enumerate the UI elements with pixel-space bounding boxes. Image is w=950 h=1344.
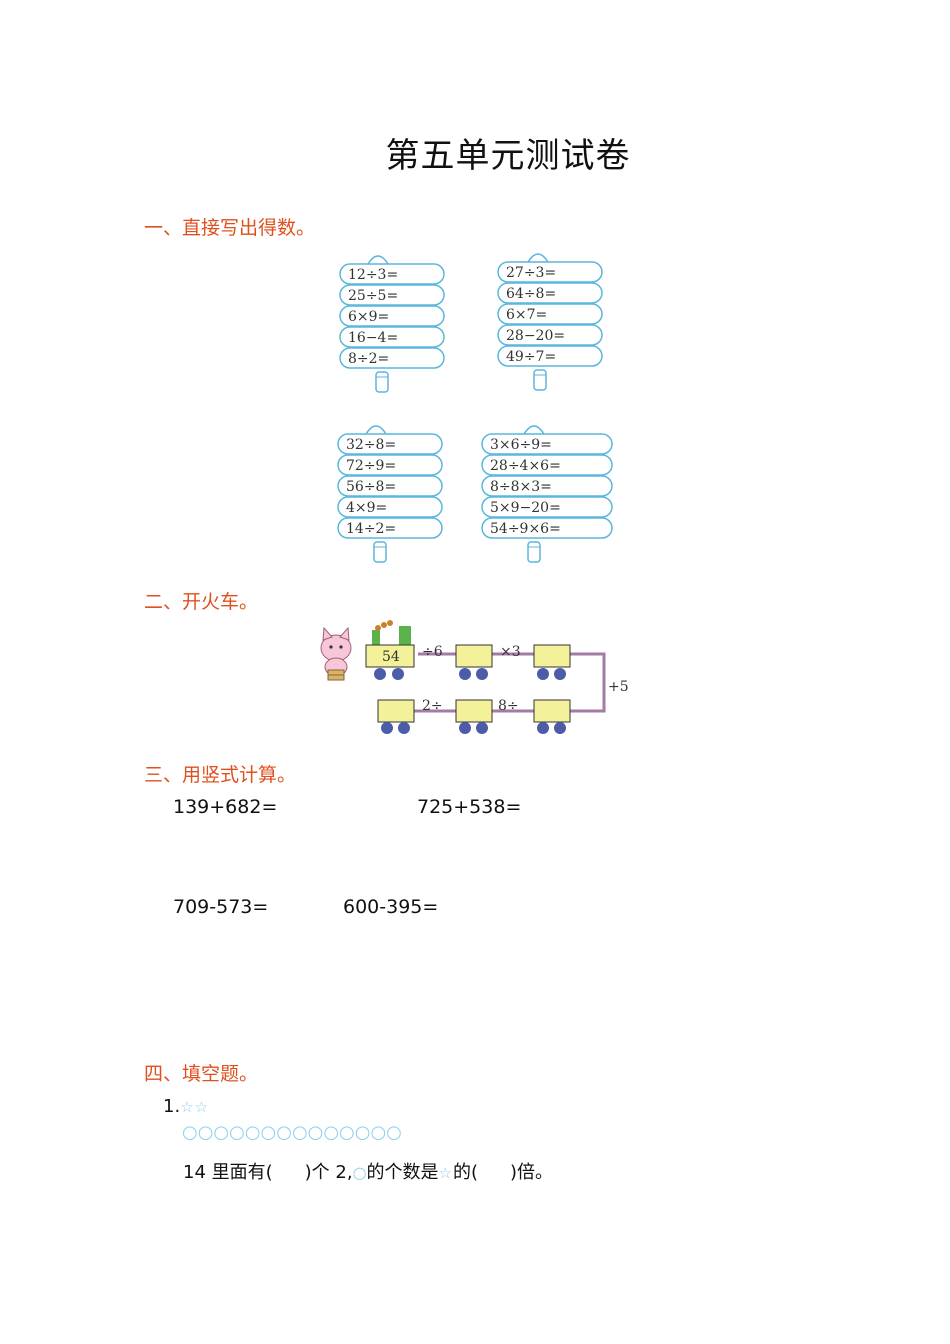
section-2-heading: 二、开火车。 bbox=[144, 591, 259, 613]
card-row bbox=[481, 475, 613, 497]
card-expression: 8÷2= bbox=[348, 351, 389, 367]
star-icons: ☆☆ bbox=[180, 1098, 210, 1116]
section-4-heading: 四、填空题。 bbox=[144, 1063, 259, 1085]
train-op-3: +5 bbox=[608, 679, 629, 695]
card-expression: 28÷4×6= bbox=[490, 458, 561, 474]
section-1-heading: 一、直接写出得数。 bbox=[144, 217, 316, 239]
card-expression: 27÷3= bbox=[506, 265, 556, 281]
card-expression: 49÷7= bbox=[506, 349, 556, 365]
card-expression: 6×9= bbox=[348, 309, 389, 325]
q-text-3: 的个数是 bbox=[366, 1162, 439, 1183]
card-expression: 5×9−20= bbox=[490, 500, 561, 516]
card-row bbox=[497, 345, 603, 367]
card-expression: 64÷8= bbox=[506, 286, 556, 302]
train-start-value: 54 bbox=[382, 649, 400, 665]
card-row bbox=[337, 454, 443, 476]
calc-card-1: 12÷3= 25÷5= 6×9= 16−4= 8÷2= bbox=[339, 255, 445, 393]
card-expression: 3×6÷9= bbox=[490, 437, 552, 453]
card-expression: 4×9= bbox=[346, 500, 387, 516]
circle-icon: ○ bbox=[352, 1163, 367, 1182]
train-op-4: 8÷ bbox=[498, 698, 519, 714]
train-op-2: ×3 bbox=[500, 644, 521, 660]
card-row bbox=[339, 326, 445, 348]
q-text-4: 的( bbox=[453, 1162, 479, 1183]
train-diagram: 54 ÷6 ×3 +5 8÷ 2÷ bbox=[320, 620, 629, 734]
card-row bbox=[481, 496, 613, 518]
calc-card-2: 27÷3= 64÷8= 6×7= 28−20= 49÷7= bbox=[497, 253, 603, 391]
cat-icon bbox=[320, 626, 352, 681]
card-row bbox=[481, 517, 613, 539]
card-row bbox=[497, 324, 603, 346]
card-row bbox=[497, 303, 603, 325]
fill-question-row: 1.☆☆ bbox=[163, 1096, 209, 1117]
card-row bbox=[337, 475, 443, 497]
card-expression: 72÷9= bbox=[346, 458, 396, 474]
train-op-5: 2÷ bbox=[422, 698, 443, 714]
q-text-1: 14 里面有( bbox=[183, 1162, 273, 1183]
card-row bbox=[497, 261, 603, 283]
question-number: 1. bbox=[163, 1096, 181, 1117]
calc-card-4: 3×6÷9= 28÷4×6= 8÷8×3= 5×9−20= 54÷9×6= bbox=[481, 425, 613, 563]
train-op-1: ÷6 bbox=[422, 644, 443, 660]
card-row bbox=[339, 263, 445, 285]
page-title: 第五单元测试卷 bbox=[385, 136, 631, 176]
vertical-problem-2: 725+538= bbox=[417, 796, 522, 818]
fill-question-text: 14 里面有( )个 2,○的个数是☆的( )倍。 bbox=[183, 1158, 553, 1184]
vertical-problem-1: 139+682= bbox=[173, 796, 278, 818]
vertical-problem-3: 709-573= bbox=[173, 896, 269, 918]
card-row bbox=[339, 305, 445, 327]
calc-card-3: 32÷8= 72÷9= 56÷8= 4×9= 14÷2= bbox=[337, 425, 443, 563]
card-row bbox=[337, 496, 443, 518]
card-row bbox=[339, 284, 445, 306]
q-text-2: )个 2, bbox=[304, 1162, 353, 1183]
card-expression: 8÷8×3= bbox=[490, 479, 552, 495]
card-row bbox=[497, 282, 603, 304]
card-expression: 14÷2= bbox=[346, 521, 396, 537]
card-expression: 54÷9×6= bbox=[490, 521, 561, 537]
card-row bbox=[337, 517, 443, 539]
card-row bbox=[481, 433, 613, 455]
card-expression: 32÷8= bbox=[346, 437, 396, 453]
card-expression: 56÷8= bbox=[346, 479, 396, 495]
card-expression: 28−20= bbox=[506, 328, 565, 344]
circle-icons: ○○○○○○○○○○○○○○ bbox=[182, 1122, 402, 1143]
card-row bbox=[481, 454, 613, 476]
q-text-5: )倍。 bbox=[510, 1162, 554, 1183]
card-row bbox=[337, 433, 443, 455]
vertical-problem-4: 600-395= bbox=[343, 896, 439, 918]
card-expression: 6×7= bbox=[506, 307, 547, 323]
card-expression: 25÷5= bbox=[348, 288, 398, 304]
card-expression: 16−4= bbox=[348, 330, 398, 346]
section-3-heading: 三、用竖式计算。 bbox=[144, 764, 297, 786]
card-expression: 12÷3= bbox=[348, 267, 398, 283]
card-row bbox=[339, 347, 445, 369]
star-icon: ☆ bbox=[438, 1164, 453, 1182]
